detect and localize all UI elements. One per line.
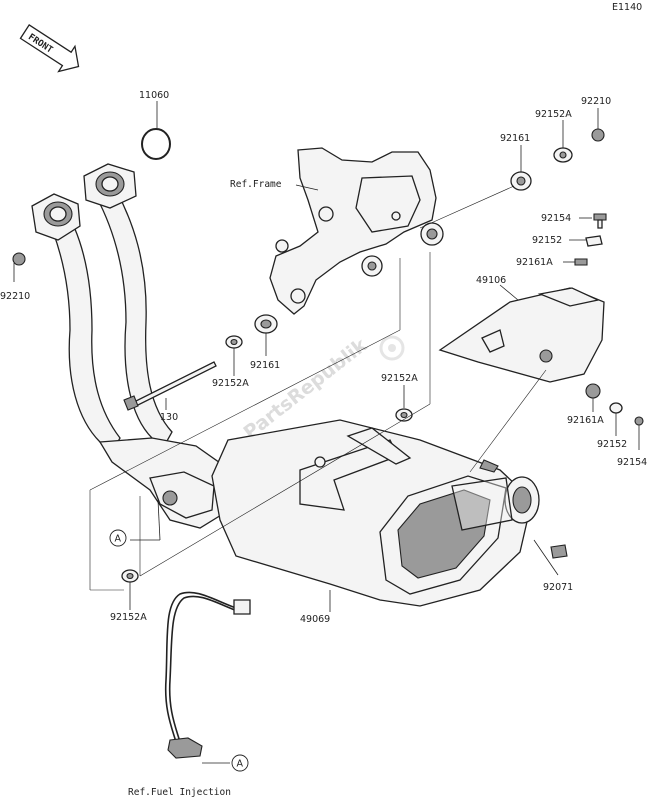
svg-text:A: A [237,759,244,770]
bolt-92154-top-icon [593,213,607,229]
collar-92152A-mid-icon [225,335,243,349]
label-92152A-bottom: 92152A [110,612,147,623]
ref-fuel-injection-label: Ref.Fuel Injection [128,787,231,798]
callout-a-top: A [109,529,127,547]
header-pipe-assembly-icon [31,163,231,529]
label-11060: 11060 [139,90,169,101]
label-92152A-center: 92152A [381,373,418,384]
label-92161A-right: 92161A [567,415,604,426]
grommet-92161A-right-icon [585,383,601,399]
collar-92152A-bottom-icon [121,569,139,583]
label-49106: 49106 [476,275,506,286]
grommet-92161-top-icon [510,171,532,191]
grommet-92161-mid-icon [254,314,278,334]
gasket-11060-icon [141,128,171,160]
label-92154-right: 92154 [617,457,647,468]
collar-92152A-center-icon [395,408,413,422]
nut-92210-left-icon [12,252,26,266]
label-49069: 49069 [300,614,330,625]
label-92210-left: 92210 [0,291,30,302]
watermark-gear-icon [379,335,405,361]
label-92152A-top: 92152A [535,109,572,120]
svg-text:A: A [115,534,122,545]
leader-lines [13,101,640,764]
collar-92152A-top-icon [553,147,573,163]
diagram-code: E1140 [612,2,642,13]
label-92071: 92071 [543,582,573,593]
nut-92210-right-icon [591,128,605,142]
label-92161-mid: 92161 [250,360,280,371]
label-92152-top: 92152 [532,235,562,246]
label-92154-top: 92154 [541,213,571,224]
grommet-92161A-top-icon [574,258,588,266]
label-92161-top: 92161 [500,133,530,144]
front-arrow-icon: FRONT [19,24,80,73]
label-92152-right: 92152 [597,439,627,450]
frame-bracket-icon [269,147,444,315]
long-bolt-130-icon [123,361,217,411]
oxygen-sensor-icon [164,591,251,759]
label-92152A-mid: 92152A [212,378,249,389]
collar-92152-right-icon [609,402,623,414]
clamp-92071-icon [550,544,568,559]
label-92210-right: 92210 [581,96,611,107]
label-130: 130 [160,412,178,423]
callout-a-bottom: A [231,754,249,772]
ref-frame-label: Ref.Frame [230,179,282,190]
bolt-92154-right-icon [634,416,644,426]
collar-92152-top-icon [585,235,603,247]
label-92161A-top: 92161A [516,257,553,268]
heat-shield-49106-icon [438,287,605,383]
muffler-49069-icon [211,419,540,607]
